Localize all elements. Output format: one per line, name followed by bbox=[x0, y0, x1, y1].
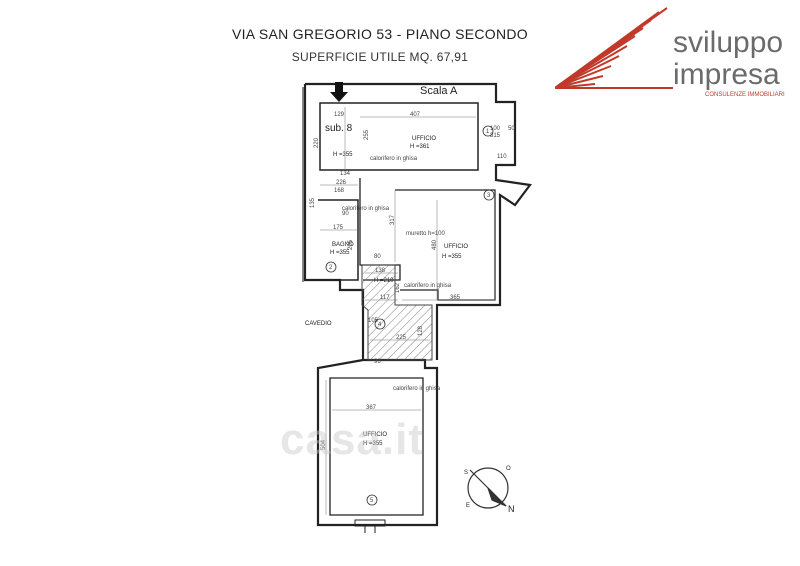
dim-480: 480 bbox=[432, 239, 438, 250]
dim-135: 135 bbox=[310, 197, 316, 208]
compass-n: N bbox=[508, 504, 515, 514]
marker-4-label: 4 bbox=[378, 322, 382, 328]
sub-label: sub. 8 bbox=[325, 123, 353, 134]
hatched-corridor bbox=[361, 264, 433, 361]
dim-220: 220 bbox=[314, 137, 320, 148]
dim-317: 317 bbox=[390, 214, 396, 225]
marker-3-label: 3 bbox=[487, 193, 491, 199]
cavedio-label: CAVEDIO bbox=[305, 321, 332, 327]
room-ufficio-3-name: UFFICIO bbox=[363, 432, 387, 438]
dim-96: 96 bbox=[374, 359, 381, 365]
marker-3 bbox=[483, 189, 495, 201]
dim-138: 138 bbox=[375, 268, 386, 274]
dim-226: 226 bbox=[336, 180, 347, 186]
door-symbol bbox=[354, 519, 386, 533]
stair-arrow-icon bbox=[330, 82, 348, 102]
dim-407: 407 bbox=[410, 112, 421, 118]
logo-word-2: impresa bbox=[673, 58, 780, 91]
room-bagno-height: H =355 bbox=[330, 250, 350, 256]
logo-rays bbox=[555, 7, 673, 89]
compass-s: S bbox=[464, 470, 468, 476]
room-small-height: H =355 bbox=[333, 152, 353, 158]
marker-2 bbox=[325, 261, 337, 273]
note-calorifero-1: calorifero in ghisa bbox=[370, 156, 418, 162]
dim-90: 90 bbox=[342, 211, 349, 217]
dim-50: 50 bbox=[508, 126, 515, 132]
room-ufficio-3-height: H =355 bbox=[363, 441, 383, 447]
marker-4 bbox=[374, 318, 386, 330]
dim-110: 110 bbox=[497, 154, 507, 160]
note-calorifero-4: calorifero in ghisa bbox=[393, 386, 441, 392]
note-muretto: muretto h=100 bbox=[406, 231, 446, 237]
dim-365: 365 bbox=[450, 295, 461, 301]
room-ufficio-2-height: H =355 bbox=[442, 254, 462, 260]
room-ufficio-1-name: UFFICIO bbox=[412, 136, 436, 142]
dim-129: 129 bbox=[334, 112, 345, 118]
dim-504: 504 bbox=[321, 439, 327, 450]
dim-168: 168 bbox=[334, 188, 345, 194]
stair-label: Scala A bbox=[420, 85, 458, 97]
compass-e: E bbox=[466, 503, 470, 509]
logo-word-1: sviluppo bbox=[673, 26, 783, 59]
compass-o: O bbox=[506, 466, 511, 472]
marker-1 bbox=[482, 125, 494, 137]
marker-5 bbox=[366, 494, 378, 506]
dim-175: 175 bbox=[333, 225, 344, 231]
dim-255: 255 bbox=[364, 129, 370, 140]
dim-80: 80 bbox=[374, 254, 381, 260]
dim-205: 205 bbox=[348, 239, 354, 250]
marker-5-label: 5 bbox=[370, 498, 374, 504]
room-bagno-name: BAGNO bbox=[332, 242, 354, 248]
dim-134: 134 bbox=[340, 171, 351, 177]
compass-icon bbox=[467, 467, 509, 509]
dim-100: 100 bbox=[490, 126, 501, 132]
dim-162: 162 bbox=[395, 282, 401, 293]
dim-315: 315 bbox=[490, 133, 501, 139]
marker-1-label: 1 bbox=[486, 129, 490, 135]
dim-105: 105 bbox=[368, 318, 379, 324]
dim-225: 225 bbox=[396, 335, 407, 341]
dimension-lines bbox=[320, 107, 495, 515]
note-calorifero-3: calorifero in ghisa bbox=[404, 283, 452, 289]
room-ufficio-2-name: UFFICIO bbox=[444, 244, 468, 250]
dim-117: 117 bbox=[380, 295, 390, 301]
watermark: casa.it bbox=[280, 415, 424, 464]
surface-subtitle: SUPERFICIE UTILE MQ. 67,91 bbox=[291, 50, 469, 64]
note-calorifero-2: calorifero in ghisa bbox=[342, 206, 390, 212]
marker-2-label: 2 bbox=[329, 265, 333, 271]
h210-label: H =210 bbox=[374, 278, 394, 284]
address-title: VIA SAN GREGORIO 53 - PIANO SECONDO bbox=[231, 26, 528, 42]
dim-367: 367 bbox=[366, 405, 377, 411]
logo-tagline: CONSULENZE IMMOBILIARI bbox=[705, 92, 785, 98]
sviluppo-impresa-logo: sviluppo impresa CONSULENZE IMMOBILIARI bbox=[555, 7, 785, 98]
room-ufficio-1-height: H =361 bbox=[410, 144, 430, 150]
dim-128: 128 bbox=[418, 325, 424, 336]
